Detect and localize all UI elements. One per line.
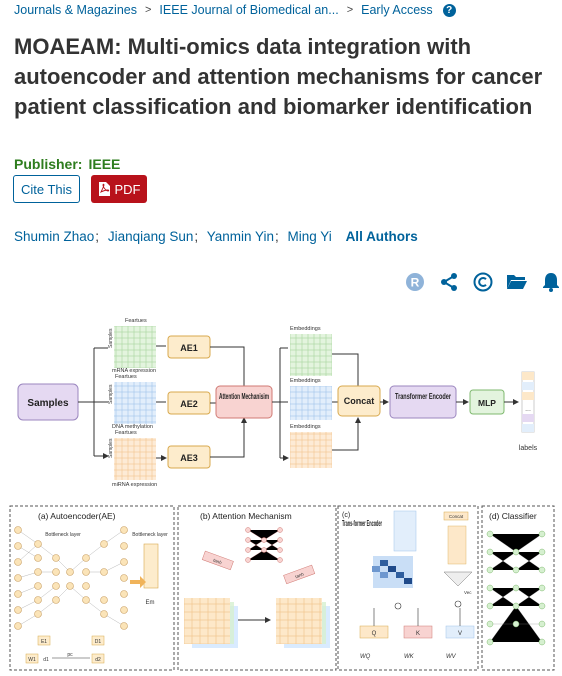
attention-label: Attention Mechanisim	[219, 392, 269, 401]
breadcrumb-separator: >	[346, 4, 354, 16]
share-icon[interactable]	[438, 271, 460, 293]
panel-d-title: (d) Classifier	[489, 511, 537, 521]
key-label: K	[416, 631, 420, 637]
cite-this-button[interactable]: Cite This	[13, 175, 80, 203]
d2-label: d2	[95, 657, 101, 663]
concat-small-label: Concat	[449, 514, 464, 519]
concat-box	[337, 385, 381, 417]
samples-axis-label: Samples	[108, 438, 114, 458]
w1-label: W1	[28, 657, 36, 663]
folder-icon[interactable]	[506, 271, 528, 293]
publisher: Publisher: IEEE	[14, 156, 120, 172]
weighted-matrix	[276, 598, 322, 644]
autoencoder-network	[17, 529, 125, 627]
panel-c-subtitle: Trans-former Encoder	[342, 519, 382, 528]
pc-label: pc	[67, 652, 73, 658]
panel-c	[337, 505, 479, 671]
samples-label: Samples	[27, 398, 69, 409]
samples-axis-label: Samples	[108, 384, 114, 404]
breadcrumb-journals[interactable]: Journals & Magazines	[14, 3, 137, 17]
transformer-box	[389, 385, 457, 419]
embeddings-label: Embeddings	[290, 378, 321, 384]
vec-label: Vec	[464, 590, 472, 595]
mirna-matrix	[114, 438, 156, 480]
author-list: Shumin Zhao; Jianqiang Sun; Yanmin Yin; …	[14, 229, 418, 244]
mrna-label: mRNA expression	[112, 368, 156, 374]
features-label: Feartues	[125, 318, 147, 324]
methylation-matrix	[114, 382, 156, 424]
panel-b-title: (b) Attention Mechanism	[200, 511, 292, 521]
bell-icon[interactable]	[540, 271, 562, 293]
d1-label: D1	[95, 639, 102, 645]
attention-heatmap	[372, 556, 413, 588]
breadcrumb-early-access[interactable]: Early Access	[361, 3, 433, 17]
features-label: Feartues	[115, 430, 137, 436]
labels-ellipsis: ...	[525, 406, 531, 413]
attention-box	[215, 385, 273, 419]
embeddings-label: Embeddings	[290, 424, 321, 430]
labels-caption: labels	[519, 445, 538, 452]
embedding-label: Em	[146, 600, 155, 606]
panel-d	[481, 505, 555, 671]
publisher-value: IEEE	[88, 156, 121, 172]
panel-c-title: (c)	[342, 512, 350, 519]
panel-a-title: (a) Autoencoder(AE)	[38, 511, 116, 521]
samples-axis-label: Samples	[108, 328, 114, 348]
wq-label: WQ	[360, 654, 371, 660]
svg-text:R: R	[411, 276, 420, 290]
bottleneck-label: Bottleneck layer	[132, 532, 168, 538]
e1-label: E1	[41, 639, 47, 645]
article-figure[interactable]: Samples Feartues Samples mRNA expression…	[8, 308, 556, 676]
mirna-label: miRNA expression	[112, 482, 157, 488]
methylation-label: DNA methylation	[112, 424, 153, 430]
breadcrumb-separator: >	[144, 4, 152, 16]
bottleneck-label: Bottleneck layer	[45, 532, 81, 538]
author-link[interactable]: Ming Yi	[287, 229, 332, 244]
panel-a	[9, 505, 175, 671]
pdf-button-label: PDF	[114, 181, 141, 197]
tanh-label: tanh	[295, 571, 305, 579]
article-toolbar: R	[404, 271, 562, 293]
embeddings-label: Embeddings	[290, 326, 321, 332]
help-icon[interactable]: ?	[442, 3, 456, 17]
copyright-icon[interactable]	[472, 271, 494, 293]
ae1-label: AE1	[180, 343, 198, 353]
wk-label: WK	[404, 654, 415, 660]
author-link[interactable]: Yanmin Yin	[206, 229, 274, 244]
wv-label: WV	[446, 654, 457, 660]
labels-column	[521, 371, 535, 433]
transformer-label: Transformer Encoder	[395, 392, 451, 401]
publisher-label: Publisher:	[14, 156, 83, 172]
page-title: MOAEAM: Multi-omics data integration wit…	[14, 34, 543, 119]
tanh-label: tanh	[213, 558, 223, 566]
ae2-label: AE2	[180, 399, 198, 409]
rights-icon[interactable]: R	[404, 271, 426, 293]
d1-small-label: d1	[43, 657, 49, 663]
architecture-diagram: Samples Feartues Samples mRNA expression…	[9, 318, 555, 671]
author-link[interactable]: Jianqiang Sun	[107, 229, 194, 244]
breadcrumb: Journals & Magazines > IEEE Journal of B…	[14, 2, 456, 18]
breadcrumb-journal[interactable]: IEEE Journal of Biomedical an...	[159, 3, 339, 17]
input-matrix	[184, 598, 230, 644]
mrna-matrix	[114, 326, 156, 368]
pdf-button[interactable]: PDF	[91, 175, 147, 203]
ae3-label: AE3	[180, 453, 198, 463]
author-link[interactable]: Shumin Zhao	[14, 229, 95, 244]
value-label: V	[458, 631, 462, 637]
all-authors-link[interactable]: All Authors	[345, 229, 418, 244]
concat-label: Concat	[344, 396, 375, 406]
query-label: Q	[372, 631, 377, 637]
features-label: Feartues	[115, 374, 137, 380]
pdf-icon	[98, 182, 110, 196]
panel-b	[177, 505, 337, 671]
mlp-label: MLP	[478, 398, 496, 408]
